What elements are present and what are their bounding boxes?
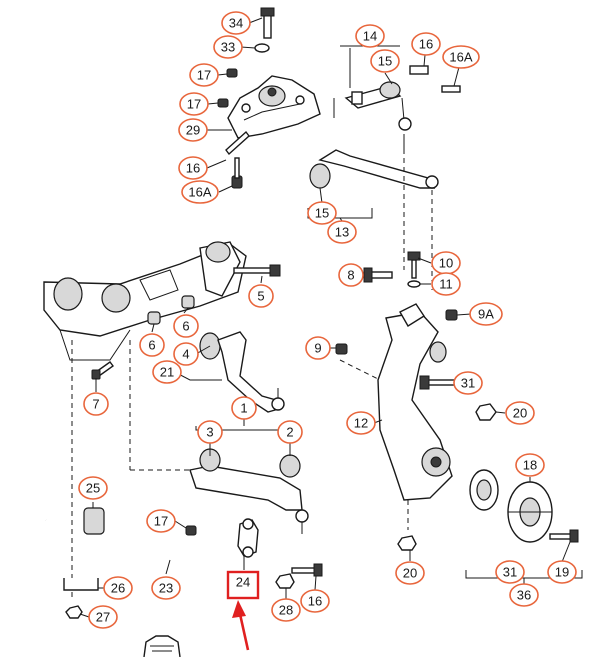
stabilizer-bar	[45, 507, 323, 619]
callout-15: 15	[307, 201, 337, 225]
callout-17: 17	[189, 63, 219, 87]
svg-text:7: 7	[92, 397, 99, 412]
svg-text:26: 26	[111, 581, 125, 596]
callout-11: 11	[431, 272, 461, 296]
svg-text:11: 11	[439, 277, 453, 292]
svg-text:17: 17	[187, 97, 201, 112]
svg-text:6: 6	[182, 319, 189, 334]
callout-27: 27	[88, 605, 118, 629]
wheel-hub	[465, 469, 583, 579]
svg-text:8: 8	[347, 268, 354, 283]
callout-16a: 16A	[181, 180, 219, 204]
callout-31: 31	[495, 560, 525, 584]
svg-text:19: 19	[555, 565, 569, 580]
svg-text:21: 21	[160, 365, 174, 380]
svg-text:23: 23	[159, 581, 173, 596]
callout-14: 14	[355, 24, 385, 48]
callout-20: 20	[395, 561, 425, 585]
svg-text:20: 20	[513, 406, 527, 421]
svg-text:15: 15	[378, 54, 392, 69]
callout-24-highlighted: 24	[226, 570, 260, 600]
svg-text:14: 14	[363, 29, 377, 44]
svg-text:2: 2	[286, 425, 293, 440]
svg-text:18: 18	[523, 458, 537, 473]
svg-text:17: 17	[197, 68, 211, 83]
svg-text:3: 3	[206, 425, 213, 440]
callout-19: 19	[547, 560, 577, 584]
svg-text:15: 15	[315, 206, 329, 221]
svg-text:33: 33	[221, 40, 235, 55]
highlight-arrow	[232, 600, 250, 651]
callout-34: 34	[221, 11, 251, 35]
callout-3: 3	[197, 420, 223, 444]
svg-text:12: 12	[354, 416, 368, 431]
svg-text:36: 36	[517, 588, 531, 603]
subframe	[43, 241, 281, 600]
callout-8: 8	[338, 263, 364, 287]
callout-21: 21	[152, 360, 182, 384]
svg-text:28: 28	[279, 603, 293, 618]
callout-9: 9	[305, 336, 331, 360]
svg-text:29: 29	[186, 123, 200, 138]
callout-28: 28	[271, 598, 301, 622]
callout-16: 16	[300, 589, 330, 613]
callout-9a: 9A	[469, 302, 503, 326]
svg-text:24: 24	[236, 575, 250, 590]
callout-6: 6	[139, 333, 165, 357]
callout-2: 2	[277, 420, 303, 444]
callout-25: 25	[78, 476, 108, 500]
callout-4: 4	[173, 342, 199, 366]
callout-16: 16	[411, 32, 441, 56]
callout-13: 13	[327, 220, 357, 244]
callout-29: 29	[178, 118, 208, 142]
lower-arm-1	[189, 426, 309, 534]
svg-text:5: 5	[257, 289, 264, 304]
svg-text:17: 17	[154, 514, 168, 529]
callout-23: 23	[151, 576, 181, 600]
callout-7: 7	[83, 392, 109, 416]
wheel-knuckle	[335, 251, 497, 551]
callout-31: 31	[453, 371, 483, 395]
callout-20: 20	[505, 401, 535, 425]
svg-text:20: 20	[403, 566, 417, 581]
upper-mount-assembly	[217, 7, 461, 290]
svg-text:4: 4	[182, 347, 189, 362]
svg-text:16: 16	[186, 161, 200, 176]
svg-text:31: 31	[461, 376, 475, 391]
callout-15: 15	[370, 49, 400, 73]
svg-text:16A: 16A	[188, 185, 211, 200]
callout-16a: 16A	[442, 45, 480, 69]
svg-text:27: 27	[96, 610, 110, 625]
callout-18: 18	[515, 453, 545, 477]
callout-1: 1	[231, 396, 257, 420]
svg-text:6: 6	[148, 338, 155, 353]
svg-text:9A: 9A	[478, 307, 494, 322]
svg-text:31: 31	[503, 565, 517, 580]
callout-6: 6	[173, 314, 199, 338]
callout-33: 33	[213, 35, 243, 59]
svg-text:10: 10	[439, 256, 453, 271]
svg-text:34: 34	[229, 16, 243, 31]
callout-16: 16	[178, 156, 208, 180]
svg-text:25: 25	[86, 481, 100, 496]
callout-17: 17	[146, 509, 176, 533]
svg-text:13: 13	[335, 225, 349, 240]
svg-text:16: 16	[308, 594, 322, 609]
callout-5: 5	[248, 284, 274, 308]
svg-text:9: 9	[314, 341, 321, 356]
callout-10: 10	[431, 251, 461, 275]
callout-36: 36	[509, 583, 539, 607]
callout-12: 12	[346, 411, 376, 435]
svg-text:16A: 16A	[449, 50, 472, 65]
callout-17: 17	[179, 92, 209, 116]
svg-text:1: 1	[240, 401, 247, 416]
svg-text:16: 16	[419, 37, 433, 52]
lower-partial-part	[143, 635, 181, 657]
callout-26: 26	[103, 576, 133, 600]
